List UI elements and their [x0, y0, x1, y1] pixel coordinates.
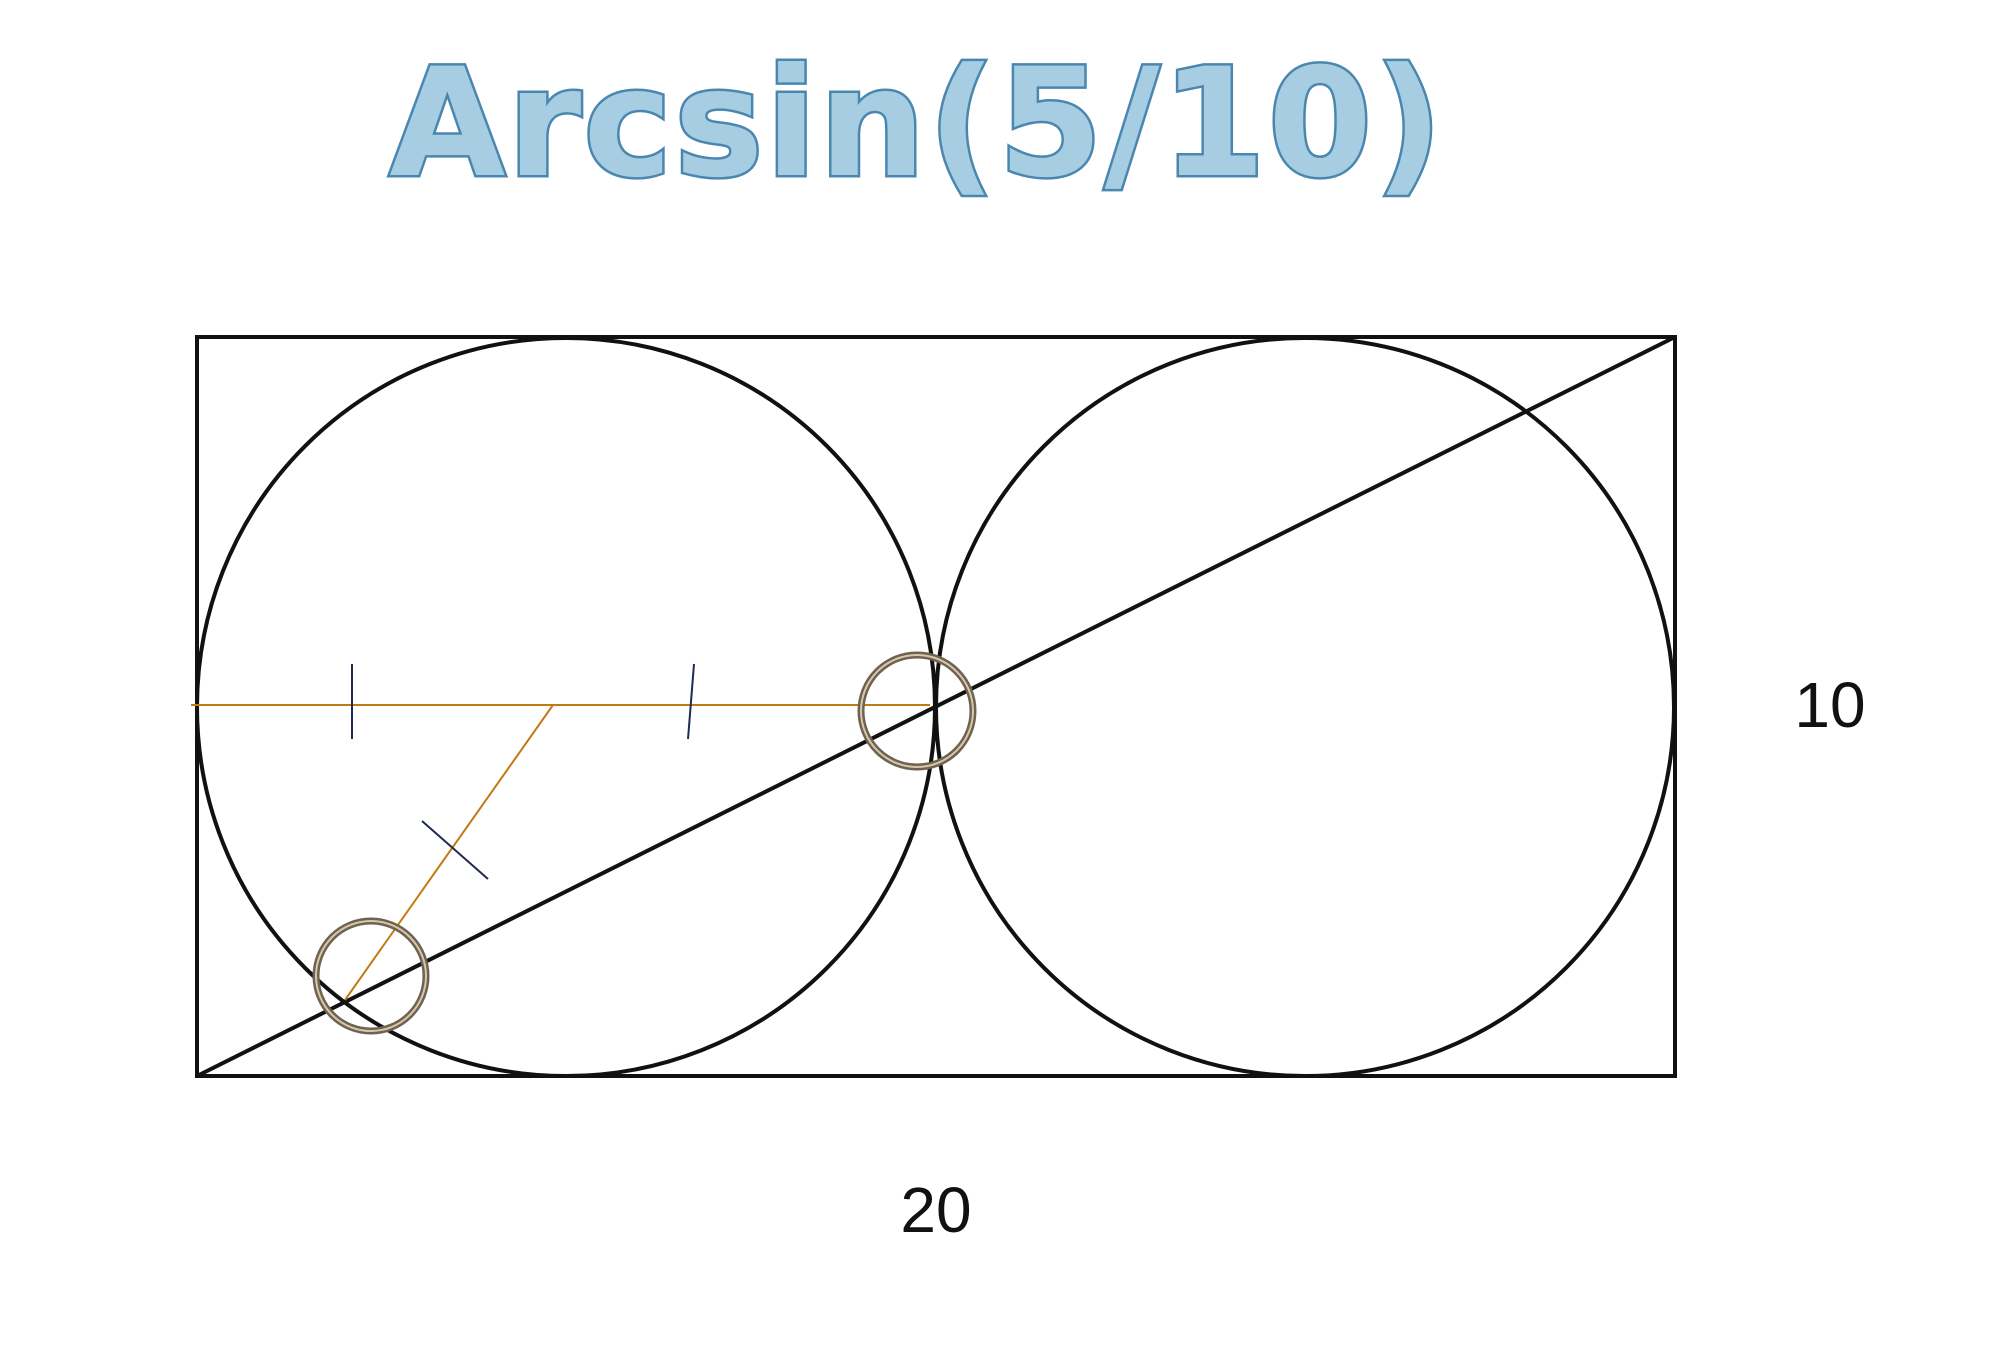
rectangle-diagonal — [196, 335, 1676, 1078]
right-circle — [934, 336, 1676, 1078]
tick-mark-radius — [421, 820, 489, 880]
highlight-ring-center — [857, 651, 977, 771]
highlight-ring-tangent — [312, 917, 430, 1035]
height-label: 10 — [1794, 669, 1865, 741]
tick-mark-right — [687, 663, 695, 740]
left-circle — [195, 336, 937, 1078]
diagram-title: Arcsin(5/10) — [389, 37, 1444, 211]
width-label: 20 — [900, 1174, 971, 1246]
radius-to-tangent-point — [344, 704, 554, 1001]
